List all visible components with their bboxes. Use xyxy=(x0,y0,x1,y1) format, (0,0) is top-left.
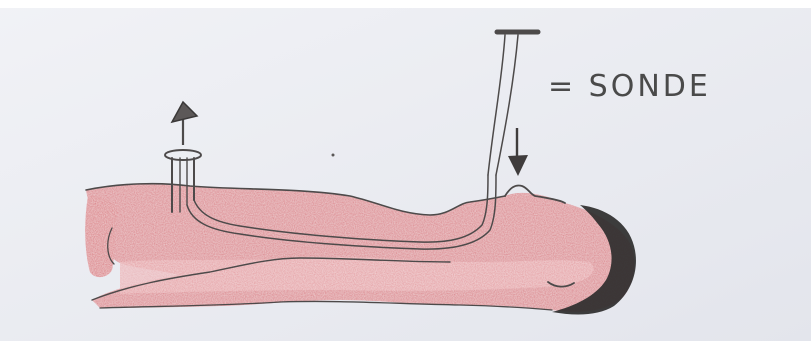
sonde-label: = SONDE xyxy=(548,69,711,104)
pencil-dot xyxy=(332,154,335,157)
top-shadow xyxy=(0,0,811,8)
patient-body xyxy=(85,184,634,312)
body-upper xyxy=(86,184,634,312)
